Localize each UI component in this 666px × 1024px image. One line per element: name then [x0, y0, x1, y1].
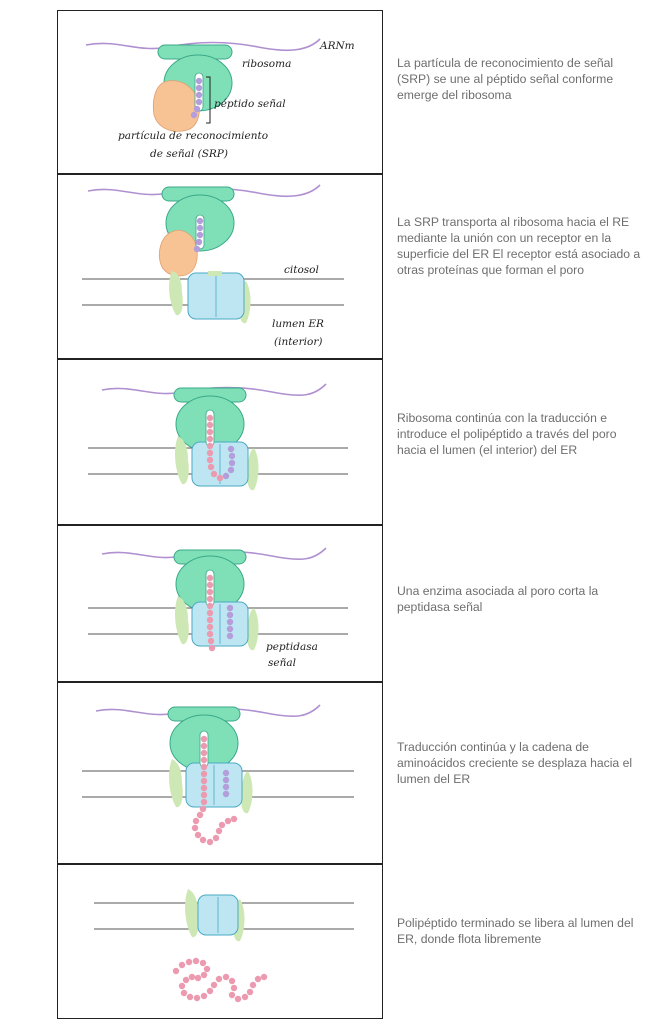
label-lumen-line2: (interior): [274, 336, 322, 348]
step-5-panel: [57, 682, 383, 864]
srp-receptor-right: [247, 448, 259, 491]
polypeptide-chain: [206, 574, 216, 652]
step-1-panel: ARNm ribosoma péptido señal partícula de…: [57, 10, 383, 174]
label-peptidase-line1: peptidasa: [266, 641, 318, 653]
signal-peptide-chain: [190, 77, 203, 119]
step-3-panel: [57, 359, 383, 525]
signal-peptide-bracket: [206, 76, 211, 124]
pore-cap: [208, 271, 222, 276]
srp-receptor-left: [185, 889, 199, 938]
step-1-diagram: ARNm ribosoma péptido señal partícula de…: [85, 38, 355, 160]
step-2-diagram: citosol lumen ER (interior): [82, 184, 344, 348]
step-6-panel: [57, 864, 383, 1019]
label-lumen-line1: lumen ER: [272, 318, 324, 330]
step-3-diagram: [88, 383, 348, 491]
signal-peptide-chain: [222, 445, 236, 480]
label-ribosome: ribosoma: [242, 58, 291, 70]
released-polypeptide: [172, 957, 268, 1003]
step-5-diagram: [82, 704, 354, 846]
step-3-description: Ribosoma continúa con la traducción e in…: [397, 411, 617, 457]
step-5-description: Traducción continúa y la cadena de amino…: [397, 740, 633, 786]
step-4-description: Una enzima asociada al poro corta la pep…: [397, 584, 599, 614]
step-6-description: Polipéptido terminado se libera al lumen…: [397, 916, 634, 946]
mrna-strand: [85, 38, 321, 52]
cleaved-signal-peptide: [226, 604, 234, 640]
step-2-panel: citosol lumen ER (interior): [57, 174, 383, 359]
srp-receptor-left: [175, 436, 189, 485]
srp-receptor-right: [247, 608, 259, 651]
srp-receptor-left: [169, 759, 183, 808]
step-6-diagram: [94, 889, 354, 1003]
label-mrna: ARNm: [319, 40, 355, 52]
signal-peptide-chain: [193, 217, 204, 253]
label-srp-line2: de señal (SRP): [150, 148, 228, 160]
srp-particle: [158, 229, 198, 277]
step-2-description: La SRP transporta al ribosoma hacia el R…: [397, 215, 641, 277]
label-srp-line1: partícula de reconocimiento: [118, 130, 268, 142]
polypeptide-chain: [206, 414, 224, 482]
srp-receptor-left: [175, 596, 189, 645]
label-signal-peptide: péptido señal: [214, 98, 286, 110]
step-1-description: La partícula de reconocimiento de señal …: [397, 56, 614, 102]
srp-receptor-right: [241, 771, 253, 814]
label-cytosol: citosol: [284, 264, 319, 276]
srp-particle: [152, 80, 200, 132]
label-peptidase-line2: señal: [268, 657, 296, 669]
srp-receptor-left: [169, 271, 183, 316]
signal-peptide-remnant: [222, 769, 230, 798]
growing-polypeptide-chain: [191, 735, 238, 846]
step-4-diagram: peptidasa señal: [88, 547, 348, 669]
step-4-panel: peptidasa señal: [57, 525, 383, 682]
